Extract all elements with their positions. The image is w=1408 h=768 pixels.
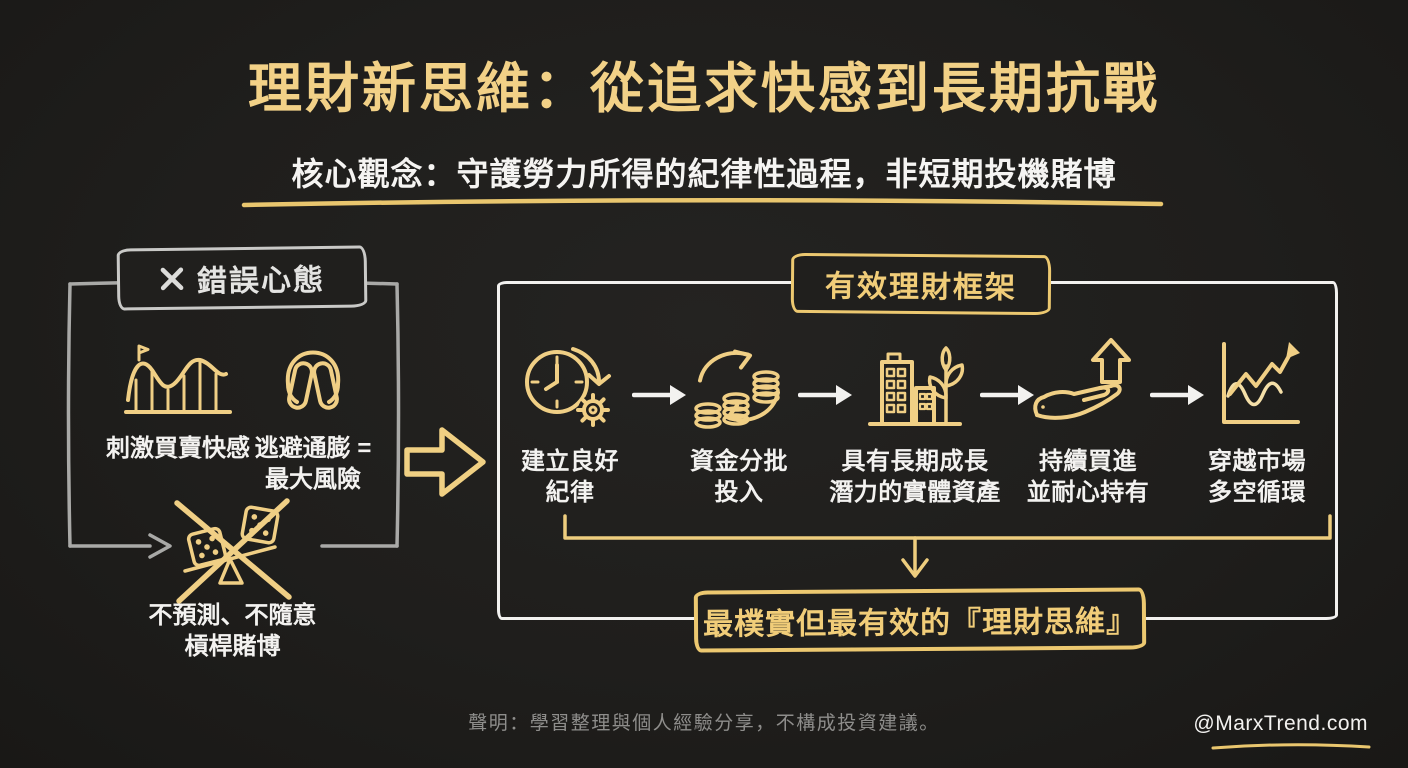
- framework-step-3: 具有長期成長 潛力的實體資產: [820, 336, 1010, 508]
- step-label: 多空循環: [1208, 479, 1306, 507]
- page-title: 理財新思維：從追求快感到長期抗戰: [248, 59, 1160, 119]
- watermark-text: @MarxTrend.com: [1193, 712, 1368, 735]
- wrong-item-label: 不預測、不隨意: [148, 602, 317, 629]
- step-label: 具有長期成長: [841, 448, 989, 475]
- coins-cycle-icon: [694, 349, 780, 429]
- framework-step-1: 建立良好 紀律: [480, 336, 660, 508]
- step-label: 投入: [714, 479, 764, 507]
- no-dice-gambling-icon: [174, 498, 292, 604]
- step-label: 並耐心持有: [1026, 479, 1150, 507]
- framework-step-4: 持續買進 並耐心持有: [996, 336, 1180, 508]
- wrong-item-label: 槓桿賭博: [184, 633, 281, 661]
- step-label: 持續買進: [1039, 448, 1137, 475]
- wrong-mindset-label: 錯誤心態: [196, 263, 326, 299]
- wrong-item-inflation: 逃避通膨 = 最大風險: [243, 330, 383, 495]
- step-label: 穿越市場: [1208, 448, 1306, 475]
- watermark-underline: [1211, 743, 1371, 750]
- page-subtitle: 核心觀念：守護勞力所得的紀律性過程，非短期投機賭博: [291, 156, 1117, 192]
- wrong-item-label: 最大風險: [265, 465, 361, 493]
- summary-bracket-arrow: [563, 514, 1332, 578]
- wrong-mindset-label-box: 錯誤心態: [116, 245, 368, 311]
- wrong-item-thrill: 刺激買賣快感: [88, 330, 268, 465]
- building-growth-icon: [868, 346, 965, 426]
- gray-flow-arrow: [68, 533, 172, 559]
- face-covering-icon: [285, 350, 340, 410]
- transition-arrow-icon: [404, 427, 486, 497]
- step-label: 建立良好: [521, 448, 619, 475]
- roller-coaster-icon: [124, 344, 232, 414]
- wrong-item-label: 刺激買賣快感: [106, 435, 250, 462]
- framework-step-5: 穿越市場 多空循環: [1171, 336, 1343, 508]
- x-mark-icon: [160, 267, 184, 291]
- step-arrow-icon: [632, 385, 686, 405]
- step-arrow-icon: [980, 385, 1034, 405]
- step-arrow-icon: [1150, 385, 1204, 405]
- subtitle-underline: [241, 197, 1164, 208]
- hand-up-arrow-icon: [1033, 338, 1131, 420]
- conclusion-box: 最樸實但最有效的『理財思維』: [693, 587, 1147, 653]
- conclusion-text: 最樸實但最有效的『理財思維』: [702, 605, 1138, 642]
- step-arrow-icon: [798, 385, 852, 405]
- step-label: 潛力的實體資產: [829, 479, 1001, 507]
- disclaimer-text: 聲明：學習整理與個人經驗分享，不構成投資建議。: [468, 713, 940, 734]
- market-cycle-chart-icon: [1222, 342, 1300, 424]
- framework-step-2: 資金分批 投入: [654, 336, 824, 508]
- clock-gear-icon: [524, 347, 611, 427]
- framework-label: 有效理財框架: [824, 270, 1018, 305]
- wrong-item-label: 逃避通膨 =: [254, 435, 372, 462]
- step-label: 資金分批: [690, 448, 788, 475]
- framework-label-box: 有效理財框架: [790, 252, 1052, 316]
- step-label: 紀律: [545, 479, 595, 507]
- wrong-item-gambling: 不預測、不隨意 槓桿賭博: [110, 600, 355, 662]
